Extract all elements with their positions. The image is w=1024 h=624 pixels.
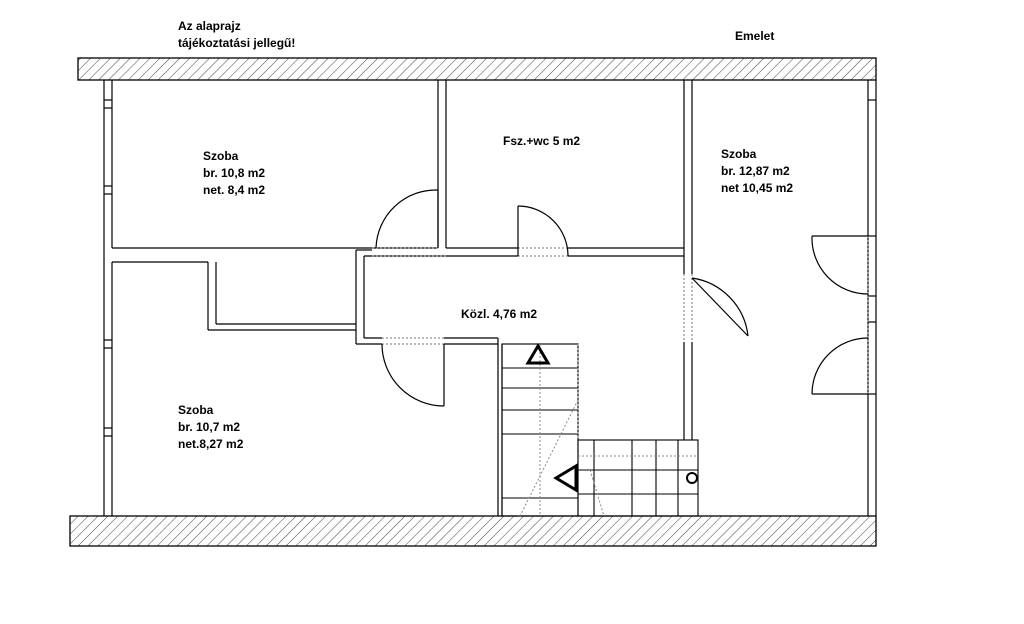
stair-guide-lines — [519, 344, 698, 517]
room-net-area: net 10,45 m2 — [721, 181, 794, 195]
door-swings — [375, 189, 869, 407]
room-net-area: net. 8,4 m2 — [203, 183, 266, 197]
room-top-left-label: Szoba br. 10,8 m2 net. 8,4 m2 — [203, 148, 265, 199]
room-gross-area: br. 12,87 m2 — [721, 164, 790, 178]
stair-post-icon — [686, 472, 698, 484]
top-wall — [77, 57, 877, 81]
plan-note: Az alaprajz tájékoztatási jellegű! — [178, 18, 295, 52]
room-bottom-left-label: Szoba br. 10,7 m2 net.8,27 m2 — [178, 402, 243, 453]
room-right-label: Szoba br. 12,87 m2 net 10,45 m2 — [721, 146, 793, 197]
room-name: Szoba — [203, 149, 239, 163]
room-net-area: net.8,27 m2 — [178, 437, 244, 451]
hall-label: Közl. 4,76 m2 — [461, 307, 538, 321]
staircase — [501, 343, 699, 517]
floor-label: Emelet — [735, 29, 775, 43]
plan-note-line2: tájékoztatási jellegű! — [178, 36, 296, 50]
room-gross-area: br. 10,8 m2 — [203, 166, 266, 180]
left-wall — [103, 80, 113, 516]
room-gross-area: br. 10,7 m2 — [178, 420, 241, 434]
plan-note-line1: Az alaprajz — [178, 19, 241, 33]
stair-arrow-up-icon — [525, 343, 551, 365]
bathroom-label: Fsz.+wc 5 m2 — [503, 134, 581, 148]
stair-arrow-left-icon — [553, 463, 578, 493]
room-name: Szoba — [721, 147, 757, 161]
bottom-wall — [69, 515, 877, 547]
room-name: Szoba — [178, 403, 214, 417]
right-wall — [867, 80, 877, 516]
door-openings — [372, 236, 869, 394]
